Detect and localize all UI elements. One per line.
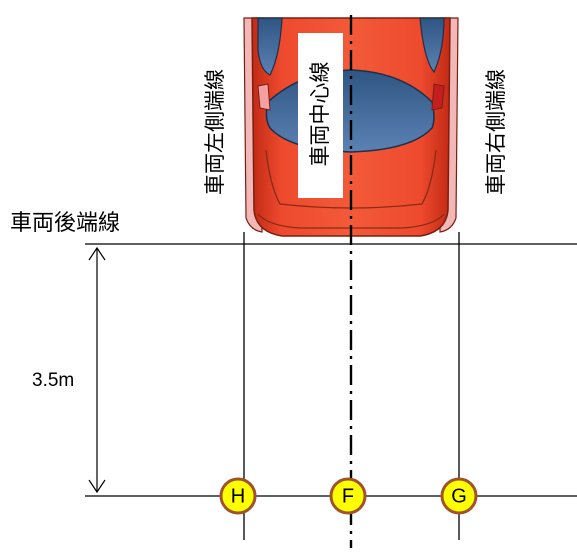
car-right-pillar	[431, 83, 445, 111]
center-line-label-bg	[298, 33, 343, 198]
car-left-pillar	[257, 83, 271, 111]
car-left-window	[257, 17, 283, 76]
right-side-line-label: 車両右側端線	[484, 69, 508, 195]
rear-end-line-label: 車両後端線	[10, 211, 120, 236]
distance-label: 3.5m	[32, 370, 74, 391]
dimension-arrow	[88, 246, 106, 494]
center-line-label: 車両中心線	[308, 62, 332, 167]
marker-f-label: F	[342, 485, 354, 507]
left-side-line-label: 車両左側端線	[203, 69, 227, 195]
marker-g-label: G	[451, 485, 467, 507]
marker-f: F	[329, 477, 367, 515]
marker-h-label: H	[231, 485, 245, 507]
marker-h: H	[219, 477, 257, 515]
car-right-window	[419, 17, 445, 74]
marker-g: G	[440, 477, 478, 515]
